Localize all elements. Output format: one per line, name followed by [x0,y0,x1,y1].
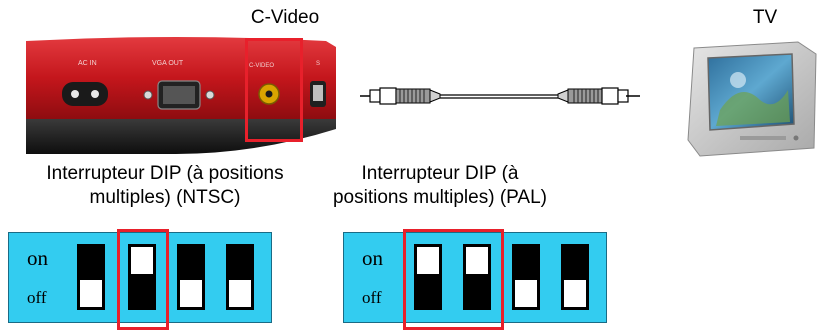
dip-switch-knob [416,246,440,275]
device-rear-panel-photo: AC IN VGA OUT C-VIDEO S [26,37,336,154]
port-label-vga-out: VGA OUT [152,60,184,67]
dip-on-label: on [27,246,48,270]
dip-switch-pal: on off [343,232,607,323]
c-video-port [258,83,280,105]
dip-switch-knob [130,246,154,275]
ntsc-switch-highlight-box [117,229,169,330]
port-label-c-video: C-VIDEO [249,63,274,69]
dip-ntsc-caption-line-1: Interrupteur DIP (à positions [46,163,284,184]
dip-switch-2[interactable] [463,244,491,310]
device-black-base [26,119,336,154]
tv-icon [687,41,817,157]
dip-switch-4[interactable] [561,244,589,310]
dip-off-label: off [27,288,47,307]
dip-ntsc-caption: Interrupteur DIP (à positions multiples)… [0,162,330,210]
port-label-ac-in: AC IN [78,60,97,67]
dip-switch-3[interactable] [177,244,205,310]
dip-switch-1[interactable] [414,244,442,310]
dip-switch-knob [179,279,203,308]
dip-switch-knob [563,279,587,308]
dip-switch-1[interactable] [77,244,105,310]
c-video-label: C-Video [250,7,320,28]
port-label-s-video: S [316,61,320,67]
dip-switch-4[interactable] [226,244,254,310]
dip-pal-caption-line-2: positions multiples) (PAL) [332,187,547,208]
dip-pal-caption-line-1: Interrupteur DIP (à [361,163,519,184]
rca-cable-icon [360,87,640,105]
vga-out-port [143,80,215,110]
dip-on-label: on [362,246,383,270]
dip-switch-ntsc: on off [8,232,272,323]
dip-switch-3[interactable] [512,244,540,310]
dip-off-label: off [362,288,382,307]
pal-switch-highlight-box [403,229,504,330]
dip-switch-knob [514,279,538,308]
dip-switch-knob [79,279,103,308]
s-video-port [310,81,326,107]
dip-switch-knob [228,279,252,308]
ac-in-port [62,82,108,106]
dip-switch-knob [465,246,489,275]
tv-label: TV [752,7,778,28]
dip-pal-caption: Interrupteur DIP (à positions multiples)… [330,162,550,210]
dip-ntsc-caption-line-2: multiples) (NTSC) [89,187,241,208]
c-video-highlight-box [245,38,303,142]
dip-switch-2[interactable] [128,244,156,310]
